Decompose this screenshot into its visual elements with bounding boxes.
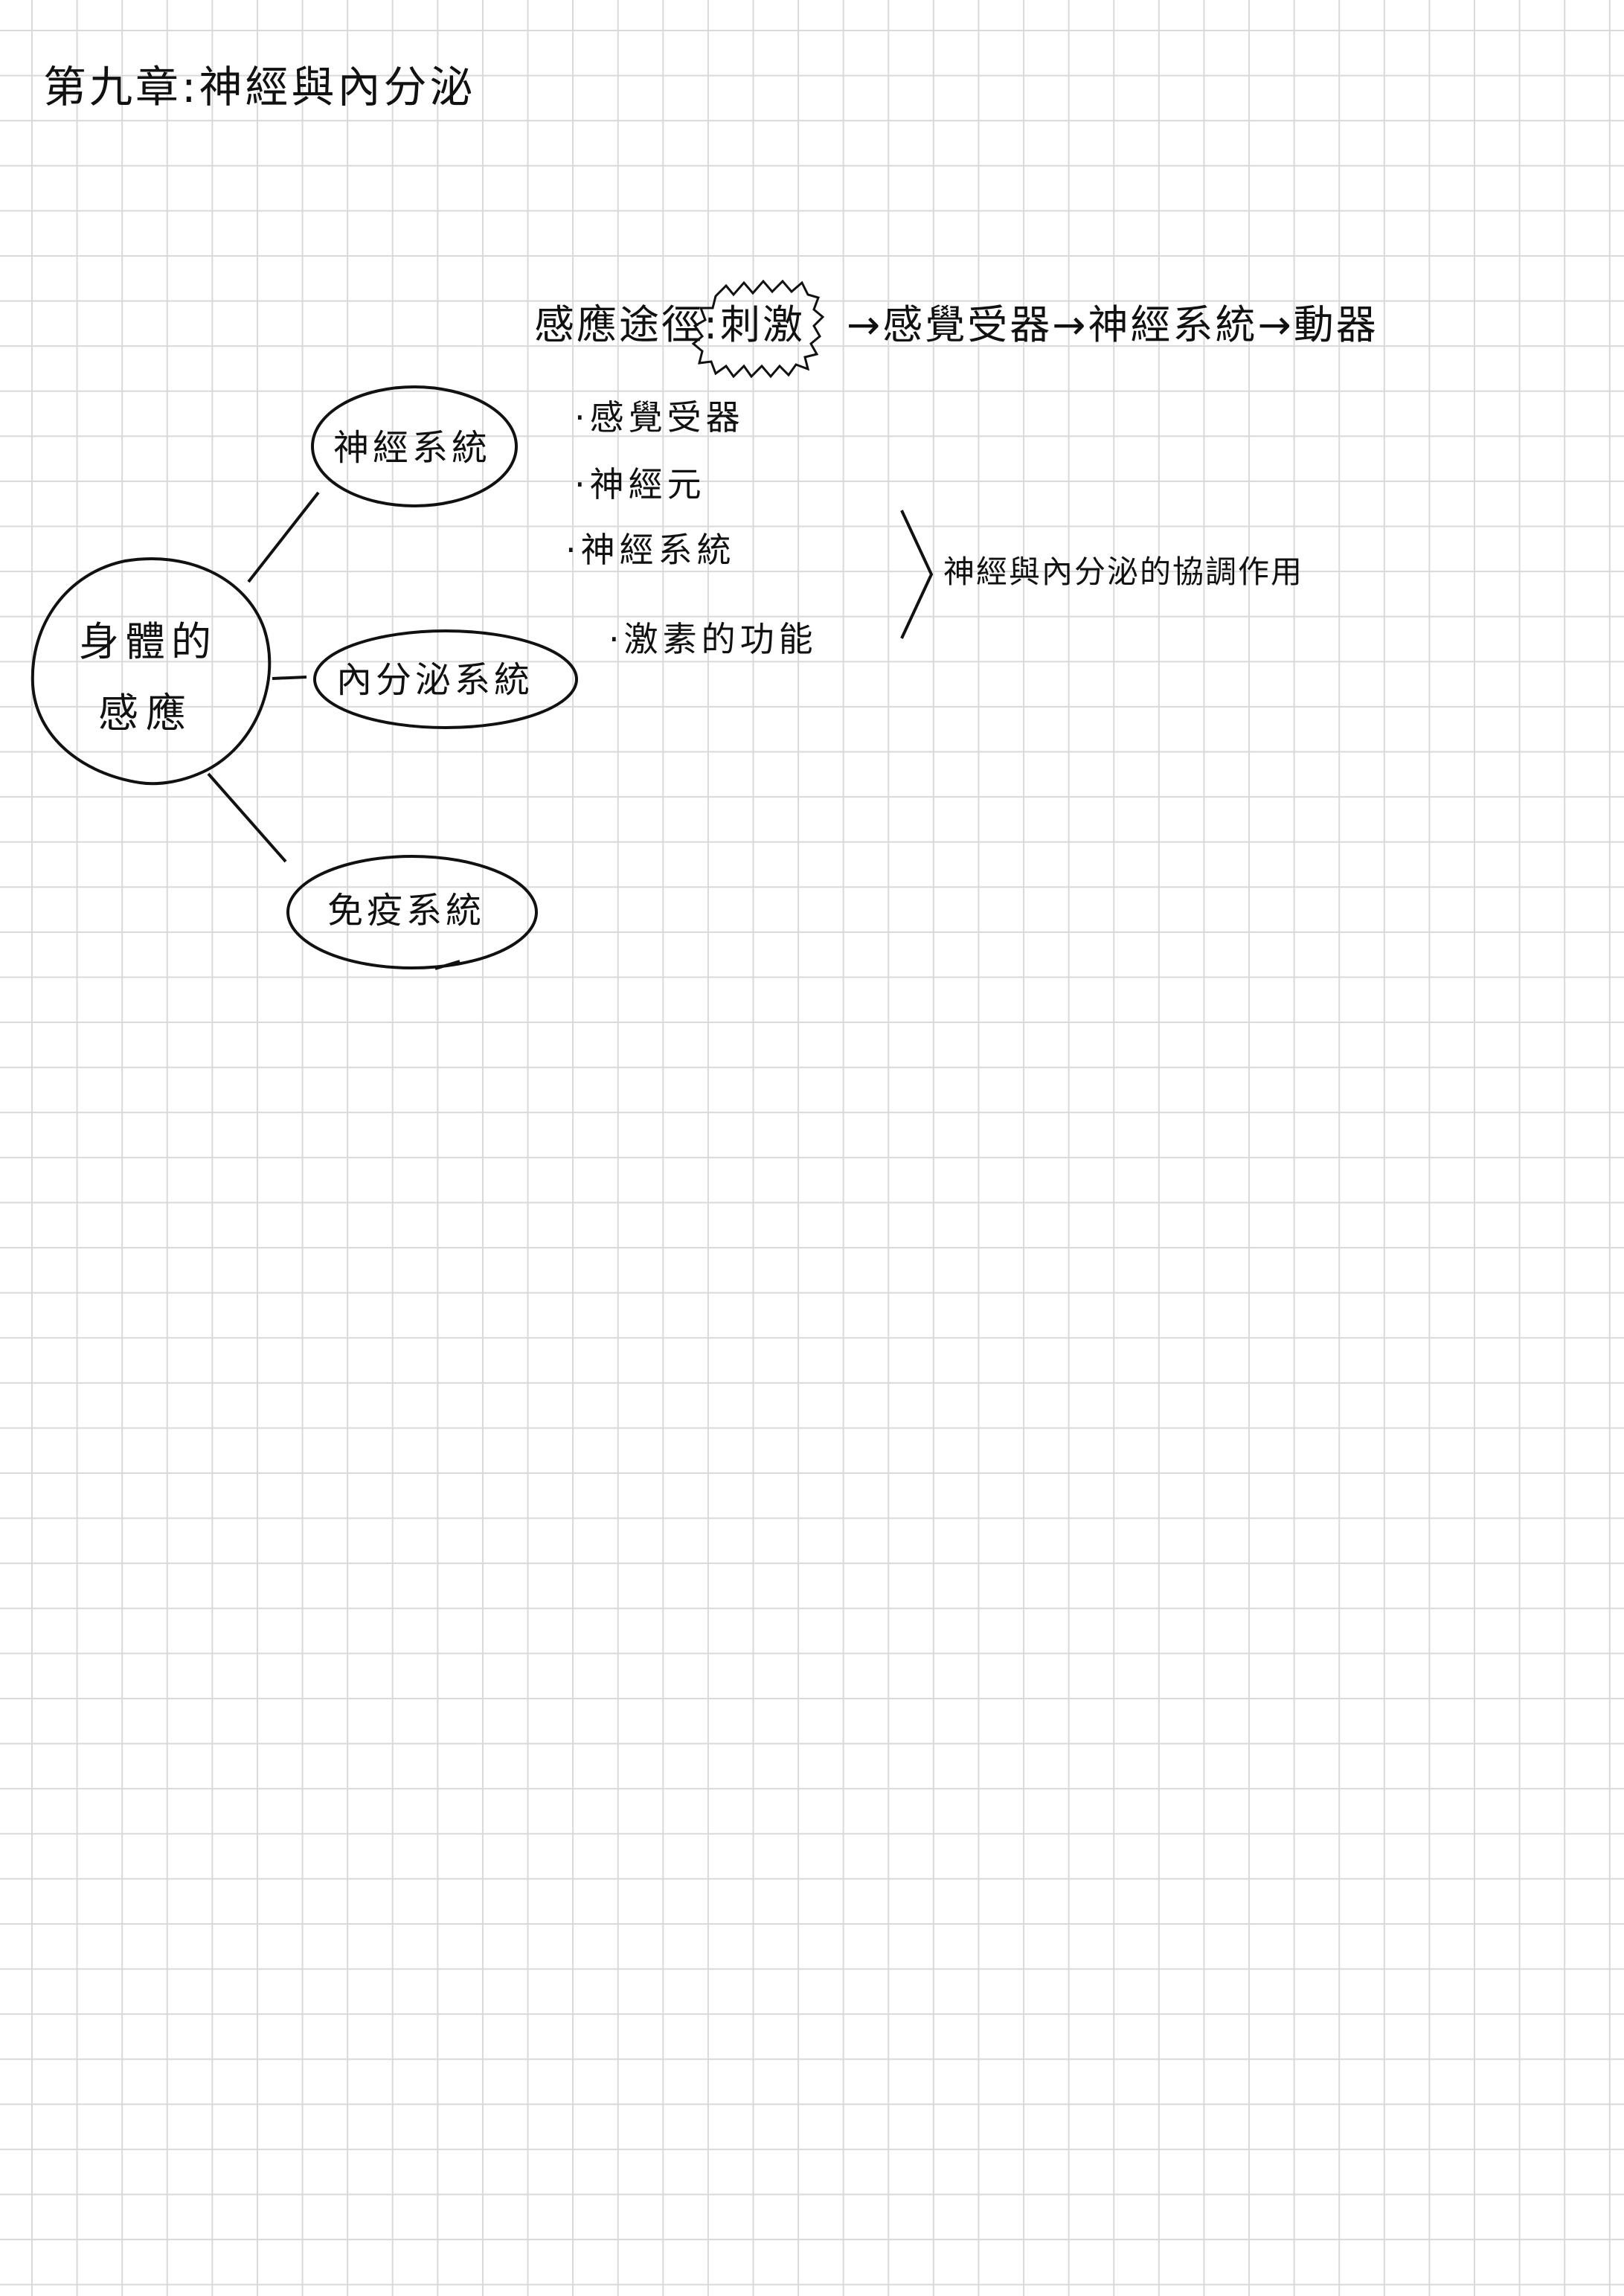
bullet-item: ·神經元 bbox=[574, 464, 706, 504]
bullet-item: ·激素的功能 bbox=[609, 619, 818, 659]
endocrine-bubble-outline bbox=[313, 629, 578, 729]
branch-node-endocrine: 內分泌系統 bbox=[336, 659, 534, 701]
nervous-bubble-outline bbox=[311, 385, 518, 507]
center-node-line1: 身體的 bbox=[79, 618, 217, 665]
branch-node-nervous: 神經系統 bbox=[333, 427, 492, 469]
center-node-line2: 感應 bbox=[98, 690, 193, 737]
stimulus-burst-outline bbox=[691, 279, 825, 379]
pathway-label: 感應途徑: bbox=[534, 301, 720, 348]
pathway-sequence: →感覺受器→神經系統→動器 bbox=[847, 301, 1379, 348]
coordination-note: 神經與內分泌的協調作用 bbox=[943, 554, 1304, 590]
grouping-bracket bbox=[900, 510, 934, 639]
immune-bubble-outline bbox=[286, 855, 538, 969]
branch-node-immune: 免疫系統 bbox=[327, 890, 486, 931]
bullet-item: ·感覺受器 bbox=[574, 397, 745, 437]
connector-immune bbox=[207, 772, 287, 863]
bullet-item: ·神經系統 bbox=[565, 530, 736, 570]
stimulus-text: 刺激 bbox=[720, 301, 805, 348]
center-bubble-outline bbox=[31, 557, 272, 786]
connector-endocrine bbox=[272, 676, 307, 680]
immune-bubble-tail bbox=[434, 960, 460, 970]
page-title: 第九章:神經與內分泌 bbox=[43, 62, 476, 112]
connector-nervous bbox=[247, 491, 320, 583]
